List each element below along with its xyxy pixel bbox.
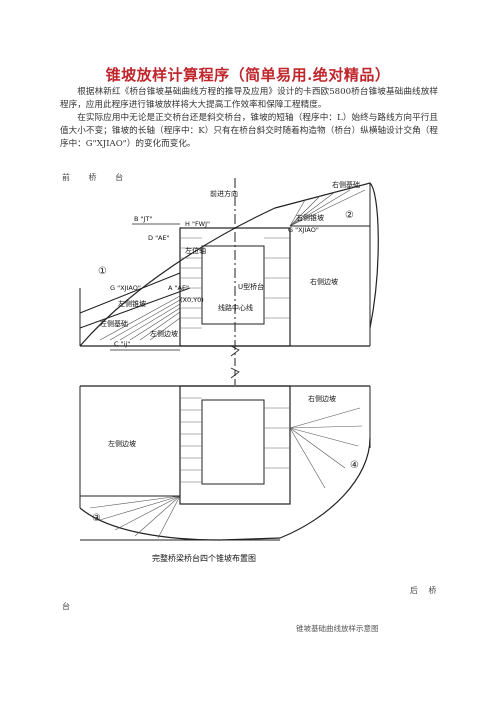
- back-abutment-label-2: 台: [62, 602, 70, 611]
- right-cone-label: 右侧锥坡: [296, 213, 324, 222]
- usage-paragraph: 在实际应用中无论是正交桥台还是斜交桥台，锥坡的短轴（程序中：L）始终与路线方向平…: [60, 113, 438, 149]
- upper-outer-curve: [79, 182, 379, 347]
- g-right-label: G "XJIAO": [288, 226, 319, 234]
- cone-slope-layout-figure: ① ② 右侧基础 右侧锥坡 G "XJIAO" 右侧边坡 前进方向 B "JT"…: [79, 178, 379, 563]
- page-title: 锥坡放样计算程序（简单易用.绝对精品）: [105, 66, 391, 84]
- axis-break-upper: [230, 345, 240, 357]
- d-label: D "AE": [148, 234, 170, 242]
- a-label: A "AE": [168, 284, 189, 292]
- intro-paragraph: 根据林新红《桥台锥坡基础曲线方程的推导及应用》设计的卡西欧5800桥台锥坡基础曲…: [60, 87, 438, 110]
- circle-label-3: ③: [92, 513, 101, 524]
- left-foundation-label: 左侧基础: [100, 319, 128, 328]
- circle-label-4: ④: [350, 460, 359, 471]
- lower-abutment-inner: [201, 399, 265, 485]
- lower-outer-curve: [79, 437, 371, 541]
- figure-bottom-title: 完整桥梁桥台四个锥坡布置图: [152, 553, 256, 563]
- lower-right-cone-hatch: [289, 407, 363, 489]
- g-left-label: G "XJIAO": [110, 284, 141, 292]
- circle-label-1: ①: [98, 266, 107, 277]
- right-cone-hatch: [289, 189, 366, 227]
- lower-abutment-hatch: [180, 397, 290, 483]
- left-axis-label: 左位轴: [185, 246, 206, 255]
- right-foundation-label: 右侧基础: [332, 180, 360, 189]
- front-abutment-label: 前 桥 台: [62, 173, 132, 182]
- abutment-hatch: [180, 237, 290, 329]
- advance-direction-label: 前进方向: [210, 189, 238, 198]
- lower-left-cone-hatch: [89, 495, 181, 539]
- left-slope-line-1: [79, 287, 191, 329]
- route-center-label: 线路中心线: [218, 303, 253, 312]
- h-label: H "FWJ": [185, 220, 210, 228]
- c-label: C "ij": [114, 340, 130, 348]
- circle-label-2: ②: [345, 210, 354, 221]
- left-slope-top-label: 左侧边坡: [150, 329, 178, 338]
- left-slope-line-2: [79, 272, 181, 314]
- abutment-type-label: U型桥台: [238, 282, 264, 291]
- left-slope-bottom-label: 左侧边坡: [108, 439, 136, 448]
- abutment-inner: [201, 245, 265, 325]
- figure-caption: 锥坡基础曲线放样示意图: [296, 624, 379, 633]
- lower-abutment-body: [179, 385, 291, 505]
- axis-break-lower: [230, 367, 240, 379]
- right-slope-top-label: 右侧边坡: [310, 277, 338, 286]
- right-slope-bottom-label: 右侧边坡: [308, 394, 336, 403]
- back-abutment-label-1: 后 桥: [410, 586, 441, 595]
- xy-label: (X0,Y0): [180, 296, 204, 304]
- left-cone-label: 左侧锥坡: [118, 299, 146, 308]
- left-cone-hatch: [99, 295, 181, 341]
- b-label: B "JT": [134, 215, 152, 223]
